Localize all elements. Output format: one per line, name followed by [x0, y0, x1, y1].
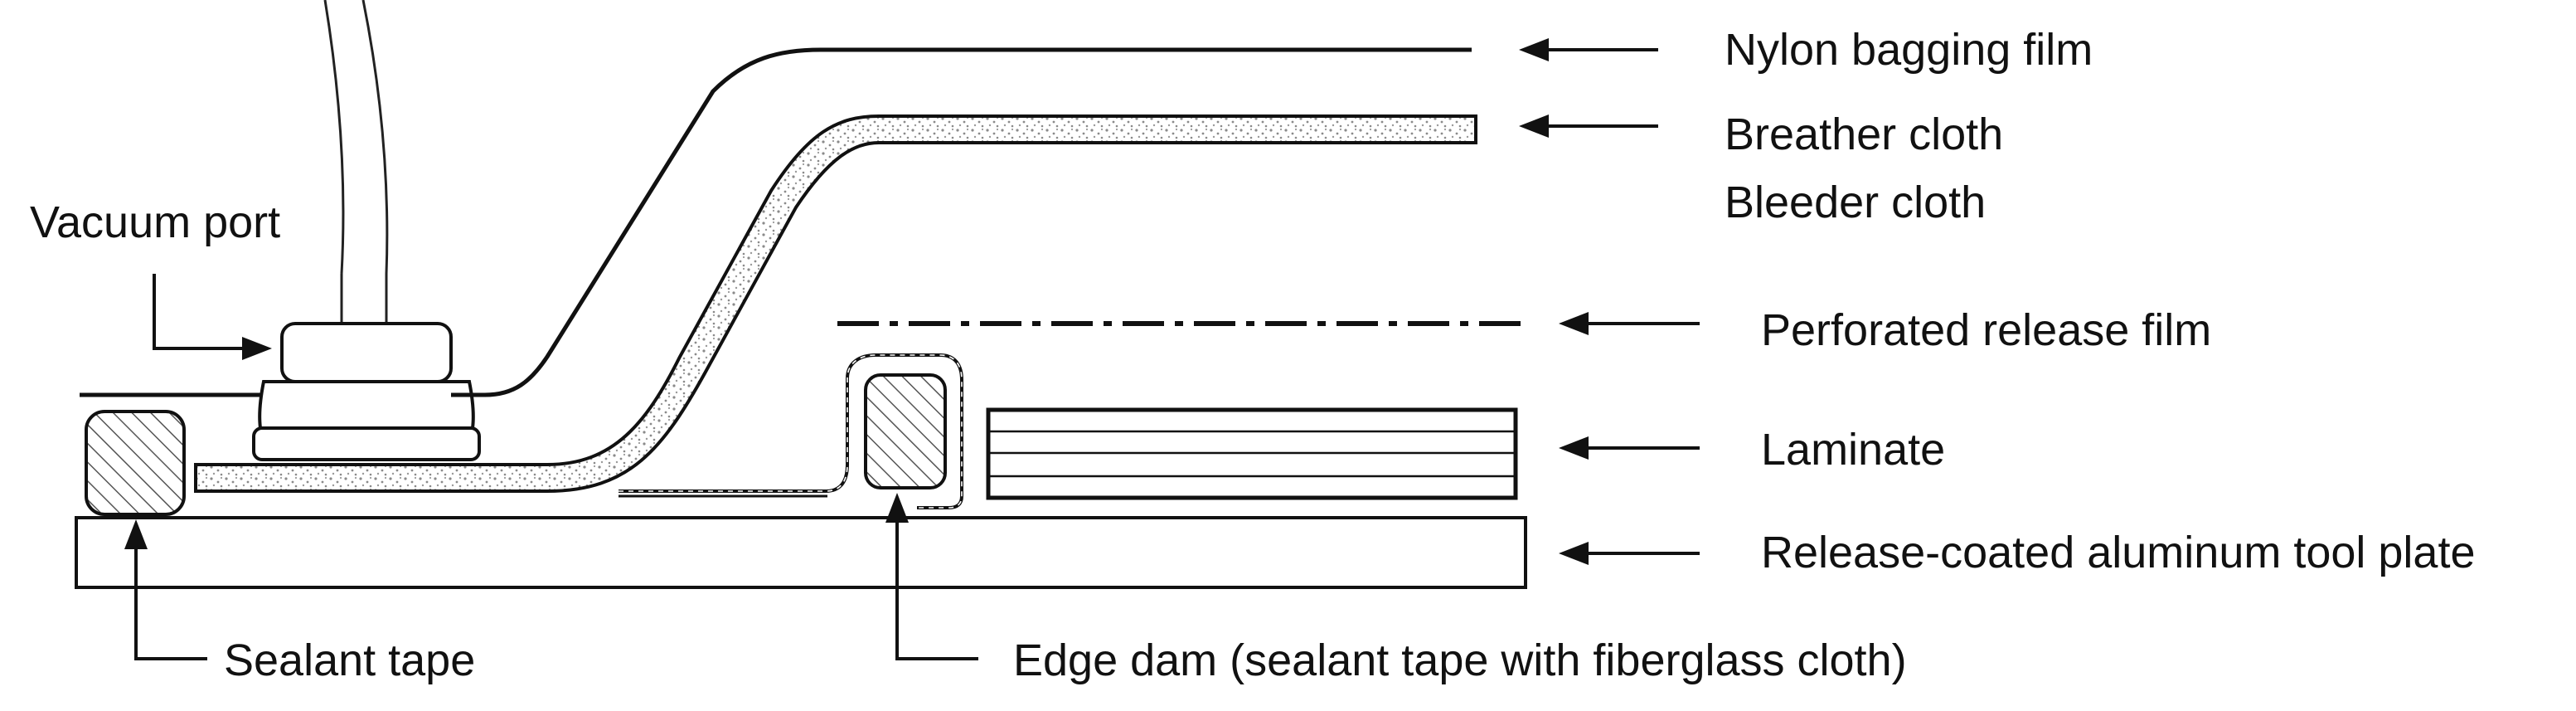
nylon-bagging-film — [451, 47, 1472, 397]
breather-cloth-strip — [194, 114, 1477, 493]
label-nylon-bagging-film: Nylon bagging film — [1725, 25, 2093, 75]
label-laminate: Laminate — [1761, 425, 1945, 475]
vacuum-port-leader — [153, 274, 272, 360]
tool-plate — [75, 516, 1527, 589]
vacuum-port — [252, 322, 481, 461]
right-arrows — [1519, 38, 1700, 565]
label-sealant-tape: Sealant tape — [224, 636, 475, 685]
edge-dam — [619, 353, 963, 509]
label-perforated-release-film: Perforated release film — [1761, 305, 2211, 355]
edge-dam-leader — [885, 493, 978, 660]
label-bleeder-cloth: Bleeder cloth — [1725, 178, 1986, 227]
sealant-tape-block — [85, 410, 186, 516]
sealant-tape-leader — [124, 519, 207, 660]
vacuum-hose — [323, 0, 345, 275]
laminate — [986, 407, 1518, 500]
label-edge-dam: Edge dam (sealant tape with fiberglass c… — [1013, 636, 1907, 685]
label-breather-cloth: Breather cloth — [1725, 110, 2003, 159]
label-tool-plate: Release-coated aluminum tool plate — [1761, 528, 2476, 577]
label-vacuum-port: Vacuum port — [30, 197, 280, 247]
